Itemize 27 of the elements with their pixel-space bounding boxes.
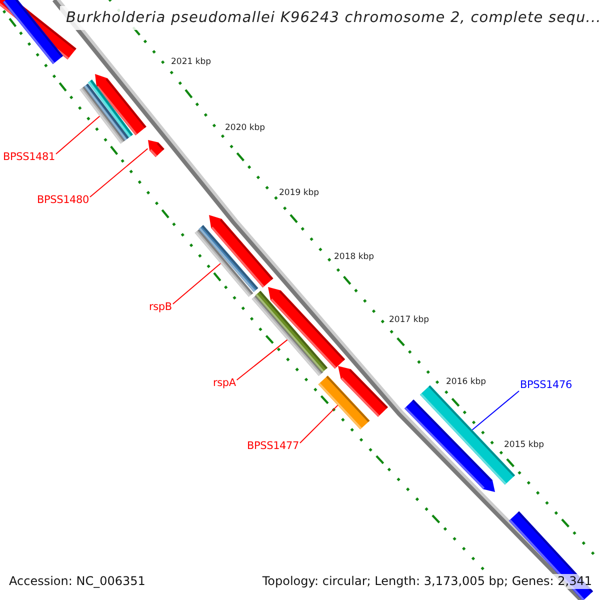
tick-label: 2017 kbp bbox=[389, 315, 430, 325]
accession-label: Accession: NC_006351 bbox=[9, 574, 146, 589]
leader-line bbox=[56, 116, 100, 154]
gene-bar bbox=[80, 80, 133, 144]
tick-label: 2018 kbp bbox=[334, 252, 374, 262]
tick-label: 2021 kbp bbox=[171, 57, 212, 67]
leader-line bbox=[472, 390, 520, 430]
gene-label: BPSS1477 bbox=[247, 440, 299, 452]
gene-label: rspB bbox=[149, 301, 172, 313]
gene-label: rspA bbox=[213, 377, 236, 389]
tick-label: 2019 kbp bbox=[279, 188, 320, 198]
leader-line bbox=[300, 404, 338, 444]
gene-bar bbox=[148, 140, 164, 158]
leader-line bbox=[90, 148, 148, 198]
gene-bar bbox=[318, 376, 370, 430]
gene-bar bbox=[194, 225, 258, 297]
map-title: Burkholderia pseudomallei K96243 chromosome 2, complete sequ... bbox=[60, 6, 600, 30]
leader-line bbox=[172, 263, 221, 304]
genome-summary: Topology: circular; Length: 3,173,005 bp; Genes: 2,341 bbox=[262, 574, 592, 589]
tick-label: 2020 kbp bbox=[225, 123, 266, 133]
leader-line bbox=[236, 339, 288, 380]
gene-label: BPSS1476 bbox=[520, 379, 572, 391]
gene-label: BPSS1481 bbox=[3, 151, 55, 163]
gene-bar bbox=[252, 290, 328, 376]
gene-label: BPSS1480 bbox=[37, 194, 89, 206]
tick-label: 2016 kbp bbox=[446, 377, 486, 387]
tick-label: 2015 kbp bbox=[504, 440, 544, 450]
